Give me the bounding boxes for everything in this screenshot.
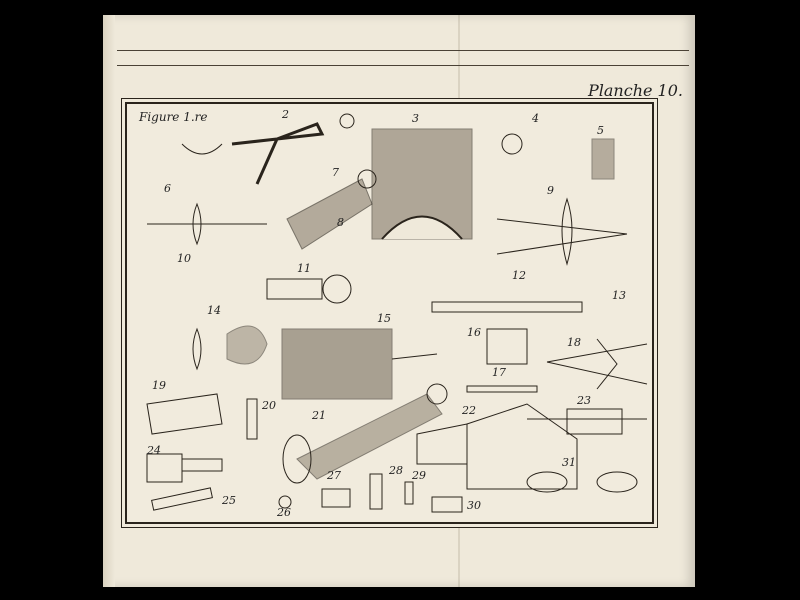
fig9-lens — [561, 197, 573, 266]
fig14-lens — [192, 327, 202, 371]
fig19-board — [146, 393, 223, 435]
engraved-plate: Figure 1.re 2 3 4 5 6 7 8 9 10 11 12 13 … — [125, 102, 654, 524]
fig-num-13: 13 — [612, 289, 626, 302]
fig-num-25: 25 — [222, 494, 236, 507]
fig31-lamp — [526, 471, 568, 493]
planche-label: Planche 10. — [588, 81, 683, 100]
fig-num-20: 20 — [262, 399, 276, 412]
fig11-tube — [266, 278, 323, 300]
fig-num-6: 6 — [164, 182, 171, 195]
fig20-microscope — [246, 398, 258, 440]
fig-num-2: 2 — [282, 108, 289, 121]
fig16-box — [486, 328, 528, 365]
fig-num-21: 21 — [312, 409, 326, 422]
fig21-mirror — [282, 434, 312, 484]
fig7-sun — [357, 169, 377, 189]
fig-num-26: 26 — [277, 506, 291, 519]
fig17-rule — [466, 385, 538, 393]
fig26-object — [278, 495, 292, 509]
fig-num-22: 22 — [462, 404, 476, 417]
fig4-sphere — [501, 133, 523, 155]
fig6-lens — [192, 202, 202, 246]
fig2-mirrors — [231, 122, 325, 185]
fig7-beam — [286, 178, 373, 250]
fig15-camera — [281, 328, 393, 400]
fig-num-7: 7 — [332, 166, 339, 179]
fig-num-23: 23 — [577, 394, 591, 407]
fig24-box — [146, 453, 183, 483]
fig-num-3: 3 — [412, 112, 419, 125]
fig-num-4: 4 — [532, 112, 539, 125]
fig-num-11: 11 — [297, 262, 311, 275]
fig22-box — [466, 403, 578, 490]
fig-num-10: 10 — [177, 252, 191, 265]
fig-num-16: 16 — [467, 326, 481, 339]
fig-num-29: 29 — [412, 469, 426, 482]
fig27-plate — [321, 488, 351, 508]
fig-num-9: 9 — [547, 184, 554, 197]
book-page: Planche 10. — [103, 15, 695, 587]
fig12-telescope — [431, 301, 583, 313]
fig-num-5: 5 — [597, 124, 604, 137]
fig25-plank — [151, 487, 213, 511]
fig-num-24: 24 — [147, 444, 161, 457]
fig-num-18: 18 — [567, 336, 581, 349]
fig-num-28: 28 — [389, 464, 403, 477]
figure-label: Figure 1.re — [139, 110, 208, 124]
fig21-beam — [296, 393, 443, 480]
fig-num-19: 19 — [152, 379, 166, 392]
fig-num-17: 17 — [492, 366, 506, 379]
fig-num-31: 31 — [562, 456, 576, 469]
top-rule-2 — [117, 65, 689, 66]
fig-num-12: 12 — [512, 269, 526, 282]
top-rule — [117, 50, 689, 51]
fig1-bowl — [181, 143, 223, 155]
fig23-diagram — [566, 408, 623, 435]
fig18-prism — [596, 338, 618, 390]
fig5-plate — [591, 138, 615, 180]
fig29-tube — [404, 481, 414, 505]
fig30-box — [431, 496, 463, 513]
fig14-eye — [226, 325, 268, 365]
fig28-candle — [369, 473, 383, 510]
fig-num-15: 15 — [377, 312, 391, 325]
fig-num-27: 27 — [327, 469, 341, 482]
plate-illustrations — [146, 113, 648, 513]
fig-num-8: 8 — [337, 216, 344, 229]
fig-num-14: 14 — [207, 304, 221, 317]
fig-num-30: 30 — [467, 499, 481, 512]
page-spine — [103, 15, 115, 587]
